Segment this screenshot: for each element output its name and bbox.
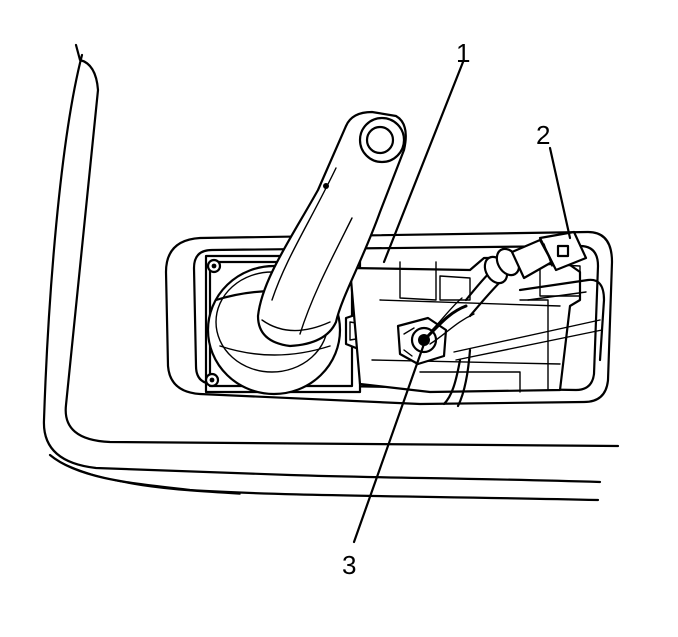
electrical-connector	[538, 230, 588, 272]
cable-right	[518, 278, 606, 362]
shifter-opening-trim	[164, 230, 614, 406]
floor-panel-outline	[42, 43, 620, 502]
callout-2: 2	[536, 120, 550, 150]
shifter-mechanism-housing	[348, 256, 603, 394]
harness-grommet	[483, 238, 554, 285]
callout-3: 3	[342, 550, 356, 580]
callout-1: 1	[456, 38, 470, 68]
leader-line-2	[548, 146, 572, 240]
shift-lever	[256, 110, 407, 348]
leader-line-1	[382, 60, 465, 264]
leader-lines	[352, 60, 572, 544]
leader-line-3	[352, 342, 426, 544]
